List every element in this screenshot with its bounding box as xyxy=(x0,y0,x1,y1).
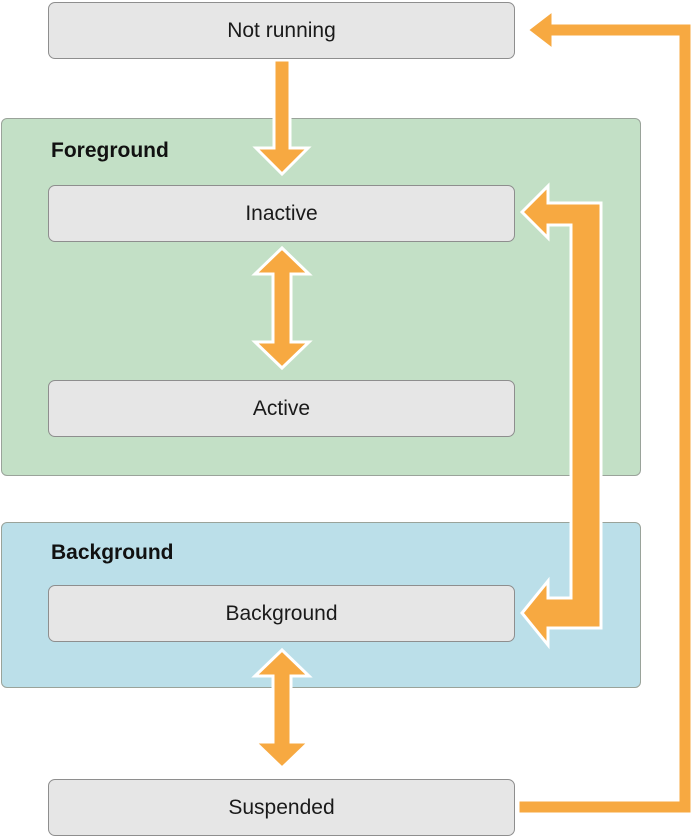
state-not-running: Not running xyxy=(48,2,515,59)
arrow-inactive-active xyxy=(251,245,313,371)
state-active: Active xyxy=(48,380,515,437)
foreground-region-title: Foreground xyxy=(51,139,169,162)
arrow-inactive-background xyxy=(519,182,603,650)
state-suspended: Suspended xyxy=(48,779,515,836)
background-region-title: Background xyxy=(51,541,174,564)
arrow-suspended-to-not-running xyxy=(516,6,694,816)
arrow-background-suspended xyxy=(251,647,313,771)
state-inactive: Inactive xyxy=(48,185,515,242)
state-background: Background xyxy=(48,585,515,642)
arrow-not-running-to-inactive xyxy=(252,58,312,177)
